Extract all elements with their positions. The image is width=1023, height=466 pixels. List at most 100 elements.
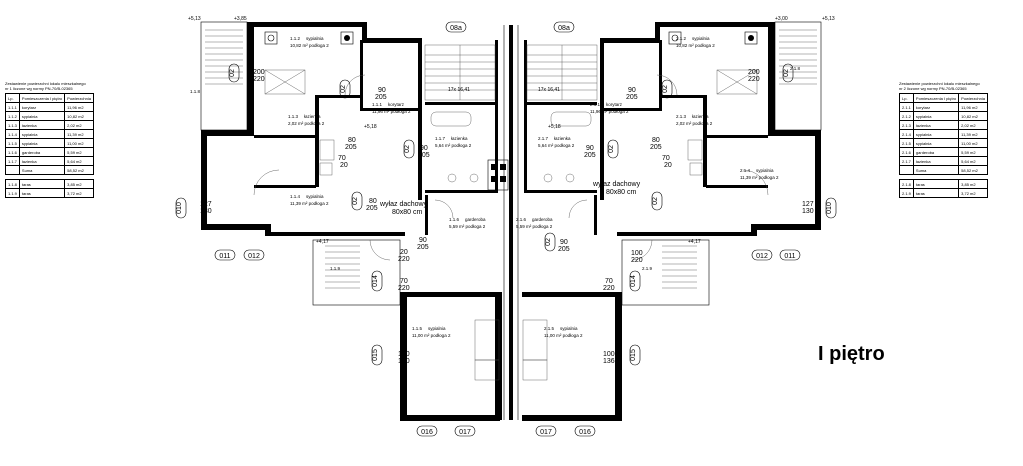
window-tag-011-right: 011	[779, 249, 801, 261]
stairs-label-right: 17x 16,41	[538, 87, 560, 93]
svg-text:80x80 cm: 80x80 cm	[392, 209, 423, 216]
room-labels-right: 2.1.2 sypialnia 10,82 m² podłoga 2 2.1.1 k…	[516, 36, 801, 338]
svg-text:+4,17: +4,17	[316, 239, 329, 245]
svg-text:korytarz: korytarz	[388, 102, 405, 107]
svg-text:90: 90	[560, 239, 568, 246]
svg-text:80: 80	[369, 198, 377, 205]
shower-icon	[319, 139, 335, 161]
svg-text:11,39 m² podłoga 2: 11,39 m² podłoga 2	[740, 175, 779, 180]
svg-text:205: 205	[345, 144, 357, 151]
svg-text:5,59 m² podłoga 2: 5,59 m² podłoga 2	[516, 224, 553, 229]
terrace-lower-left	[312, 239, 401, 306]
bed-icon	[264, 69, 306, 95]
svg-text:1.1.2: 1.1.2	[290, 36, 301, 41]
svg-text:11,96 m² podłoga 2: 11,96 m² podłoga 2	[590, 109, 629, 114]
svg-text:sypialnia: sypialnia	[306, 194, 324, 199]
svg-text:2.1.3: 2.1.3	[676, 114, 687, 119]
svg-text:2,02 m² podłoga 2: 2,02 m² podłoga 2	[676, 121, 713, 126]
svg-text:80: 80	[652, 137, 660, 144]
svg-text:korytarz: korytarz	[606, 102, 623, 107]
staircase-left	[424, 44, 496, 101]
window-tag-012-right: 012	[751, 249, 773, 261]
window-tag-016-left: 016	[416, 425, 438, 437]
svg-text:2,02 m² podłoga 2: 2,02 m² podłoga 2	[288, 121, 325, 126]
svg-text:220: 220	[603, 285, 615, 292]
svg-text:11,96 m² podłoga 2: 11,96 m² podłoga 2	[372, 109, 411, 114]
window-tag-010-left: 010	[175, 197, 187, 219]
svg-text:017: 017	[459, 429, 471, 436]
svg-text:2.1.5: 2.1.5	[544, 326, 555, 331]
svg-text:sypialnia: sypialnia	[560, 326, 578, 331]
svg-text:20: 20	[340, 162, 348, 169]
svg-text:205: 205	[366, 205, 378, 212]
central-chimney	[487, 159, 509, 191]
svg-text:+5,13: +5,13	[822, 16, 835, 22]
svg-text:+3,00: +3,00	[775, 16, 788, 22]
svg-text:2.1.2: 2.1.2	[676, 36, 687, 41]
svg-text:+3,85: +3,85	[234, 16, 247, 22]
svg-text:08a: 08a	[450, 25, 462, 32]
svg-text:90: 90	[378, 87, 386, 94]
svg-text:90: 90	[419, 237, 427, 244]
svg-text:20: 20	[664, 162, 672, 169]
svg-text:127: 127	[802, 201, 814, 208]
svg-text:02: 02	[783, 69, 790, 77]
window-tag-010-right: 010	[825, 197, 837, 219]
toilet-icon	[447, 173, 457, 183]
window-tag-014-right: 014	[629, 270, 641, 292]
svg-text:80x80 cm: 80x80 cm	[606, 189, 637, 196]
svg-text:1.1.4: 1.1.4	[290, 194, 301, 199]
svg-text:220: 220	[253, 76, 265, 83]
svg-text:10,82 m² podłoga 2: 10,82 m² podłoga 2	[676, 43, 715, 48]
svg-text:200: 200	[253, 69, 265, 76]
table-header-row: Lp. Pomieszczenia I piętro Powierzchnia	[899, 93, 988, 103]
svg-text:70: 70	[605, 278, 613, 285]
svg-text:70: 70	[400, 278, 408, 285]
svg-text:205: 205	[417, 244, 429, 251]
svg-text:10,82 m² podłoga 2: 10,82 m² podłoga 2	[290, 43, 329, 48]
party-wall	[509, 25, 513, 420]
svg-text:017: 017	[540, 429, 552, 436]
svg-text:+5,13: +5,13	[188, 16, 201, 22]
svg-text:1.1.6: 1.1.6	[449, 217, 460, 222]
window-tag-015-left: 015	[371, 344, 383, 366]
roof-hatch-note-left: wyłaz dachowy 80x80 cm	[379, 201, 428, 216]
svg-text:02: 02	[545, 238, 552, 246]
svg-text:136: 136	[603, 358, 615, 365]
svg-text:90: 90	[586, 145, 594, 152]
svg-text:100: 100	[603, 351, 615, 358]
svg-text:garderoba: garderoba	[465, 217, 486, 222]
svg-text:1.1.5: 1.1.5	[412, 326, 423, 331]
svg-text:220: 220	[631, 257, 643, 264]
window-tag-08a-right: 08a	[553, 21, 575, 33]
svg-text:11,39 m² podłoga 2: 11,39 m² podłoga 2	[290, 201, 329, 206]
svg-text:100: 100	[398, 351, 410, 358]
svg-text:016: 016	[579, 429, 591, 436]
stairs-label-left: 17x 16,41	[448, 87, 470, 93]
svg-text:02: 02	[340, 85, 347, 93]
window-tag-016-right: 016	[574, 425, 596, 437]
window-tag-015-right: 015	[629, 344, 641, 366]
svg-text:2.1.1: 2.1.1	[590, 102, 601, 107]
svg-text:łazienka: łazienka	[692, 114, 709, 119]
svg-text:02: 02	[608, 145, 615, 153]
chimney-icon	[340, 31, 354, 45]
svg-text:011: 011	[784, 253, 795, 260]
window-tag-08a-left: 08a	[445, 21, 467, 33]
